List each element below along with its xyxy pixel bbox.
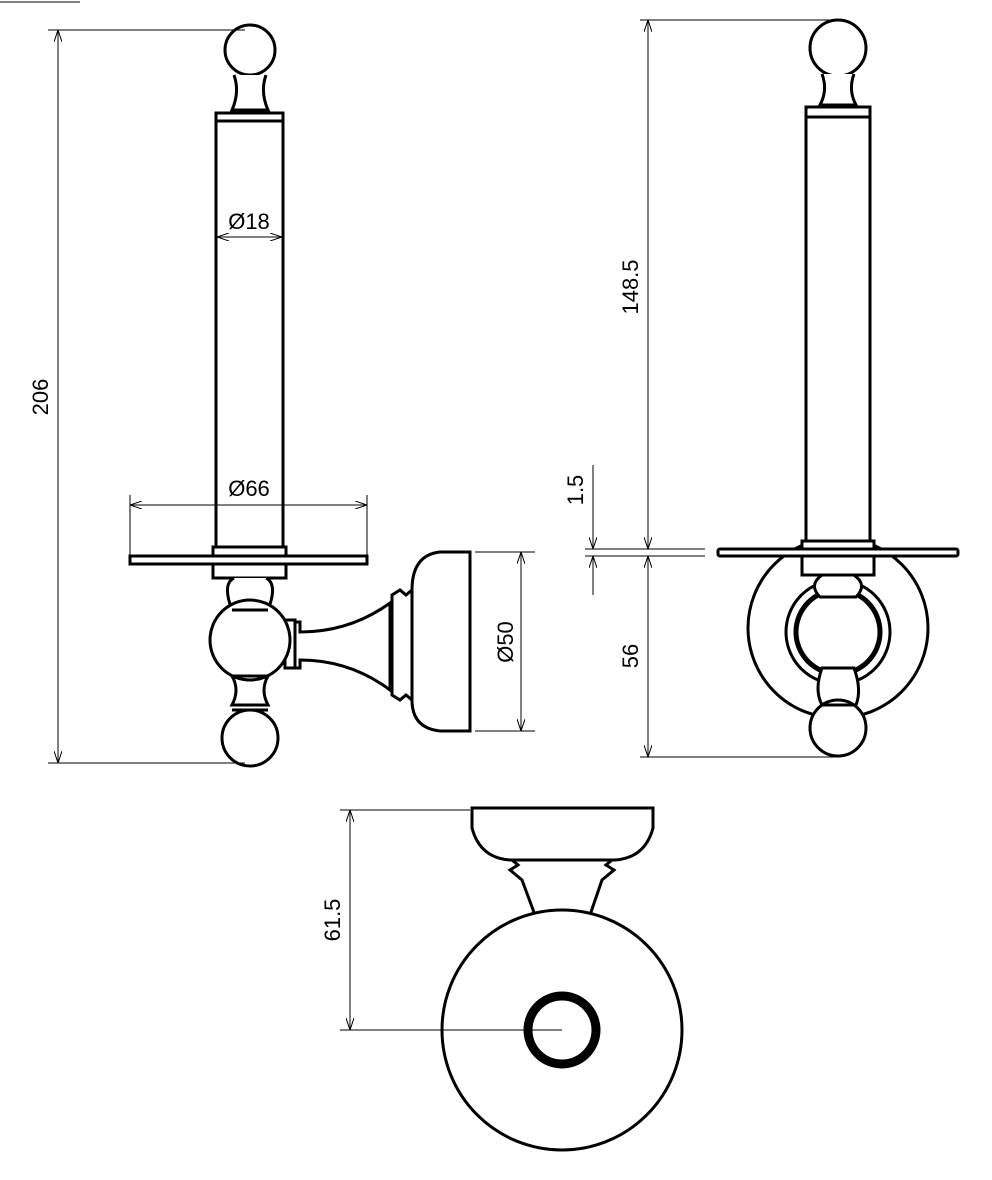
arm-top — [507, 858, 617, 917]
bottom-finial-ball — [220, 708, 280, 768]
dim-label-148-5: 148.5 — [618, 259, 643, 314]
arm — [291, 600, 392, 693]
plate — [716, 547, 960, 558]
side-view: 206 Ø18 Ø66 Ø50 — [28, 23, 535, 768]
top-finial-ball — [223, 23, 277, 77]
front-view: 148.5 56 1.5 — [563, 18, 960, 758]
dim-label-d50: Ø50 — [493, 621, 518, 663]
top-neck — [229, 74, 271, 112]
arm-collar — [390, 586, 414, 704]
plate — [128, 554, 369, 566]
escutcheon-side — [410, 550, 472, 733]
center-ball — [208, 598, 292, 682]
tube — [804, 105, 872, 545]
dim-label-206: 206 — [28, 379, 53, 416]
collar — [800, 539, 876, 577]
top-view: 61.5 — [320, 806, 684, 1152]
dim-label-56: 56 — [618, 644, 643, 668]
dim-label-61-5: 61.5 — [320, 899, 345, 942]
top-finial-ball — [808, 18, 868, 78]
dim-label-1-5: 1.5 — [563, 475, 588, 506]
dim-label-d66: Ø66 — [228, 476, 270, 501]
escutcheon-top — [470, 806, 655, 862]
dim-label-d18: Ø18 — [228, 209, 270, 234]
bottom-finial-ball — [808, 698, 868, 758]
